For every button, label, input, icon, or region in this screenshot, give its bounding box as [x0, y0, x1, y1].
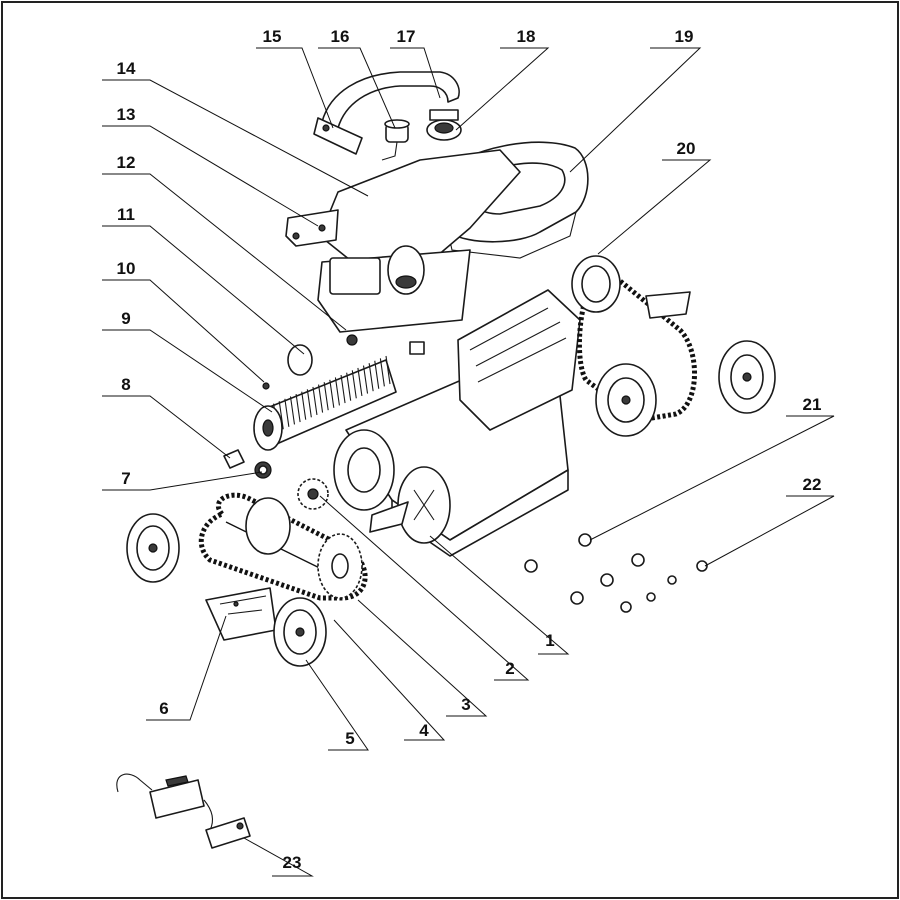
- brush-fin: [379, 358, 385, 387]
- brush-fin: [295, 394, 301, 423]
- brush-fin: [284, 398, 290, 427]
- part-21-22-fasteners: [524, 533, 708, 613]
- part-11-brush: [253, 344, 397, 451]
- leader-lines: [102, 47, 835, 877]
- brush-fin: [329, 379, 335, 408]
- callout-7: 7: [121, 469, 130, 488]
- brush-fin: [306, 389, 312, 418]
- part-16-swivel: [381, 119, 410, 161]
- callout-14: 14: [117, 59, 136, 78]
- callout-15: 15: [263, 27, 282, 46]
- brush-fin: [368, 363, 374, 392]
- callout-2: 2: [505, 659, 514, 678]
- callout-22: 22: [803, 475, 822, 494]
- part-15-handle: [313, 71, 460, 155]
- part-7-8-10-gears: [223, 382, 272, 479]
- callout-11: 11: [117, 205, 135, 224]
- callout-21: 21: [803, 395, 822, 414]
- callout-labels: 15 16 17 18 19 14 13 12 11 10 9 8 7 20 2…: [117, 27, 822, 872]
- brush-fin: [301, 391, 307, 420]
- callout-16: 16: [331, 27, 350, 46]
- callout-3: 3: [461, 695, 470, 714]
- brush-fin: [323, 382, 329, 411]
- callout-5: 5: [345, 729, 354, 748]
- brush-fin: [374, 360, 380, 389]
- part-23-power-supply: [116, 773, 251, 849]
- part-20-right-track: [571, 255, 776, 437]
- callout-6: 6: [159, 699, 168, 718]
- part-3-drive-wheel: [317, 533, 363, 599]
- brush-fin: [362, 365, 369, 394]
- callout-17: 17: [397, 27, 416, 46]
- brush-fin: [334, 377, 340, 406]
- callout-19: 19: [675, 27, 694, 46]
- callout-12: 12: [117, 153, 136, 172]
- brush-fin: [351, 370, 357, 399]
- part-5-wheel: [126, 497, 327, 667]
- part-2-pulley: [297, 478, 329, 510]
- brush-fin: [340, 374, 346, 404]
- brush-fin: [385, 355, 391, 385]
- brush-fin: [289, 396, 296, 425]
- callout-10: 10: [117, 259, 136, 278]
- part-1-chassis: [333, 289, 581, 557]
- callout-1: 1: [545, 631, 554, 650]
- part-17-18-rotor: [426, 109, 462, 141]
- part-6-bracket: [205, 587, 277, 641]
- part-12-14-motor-housing: [285, 149, 521, 355]
- brush-fin: [357, 367, 363, 396]
- callout-8: 8: [121, 375, 130, 394]
- callout-13: 13: [117, 105, 136, 124]
- callout-23: 23: [283, 853, 302, 872]
- callout-18: 18: [517, 27, 536, 46]
- brush-fin: [346, 372, 352, 401]
- brush-fin: [312, 386, 318, 416]
- callout-4: 4: [419, 721, 429, 740]
- brush-fin: [318, 384, 324, 413]
- callout-20: 20: [677, 139, 696, 158]
- callout-9: 9: [121, 309, 130, 328]
